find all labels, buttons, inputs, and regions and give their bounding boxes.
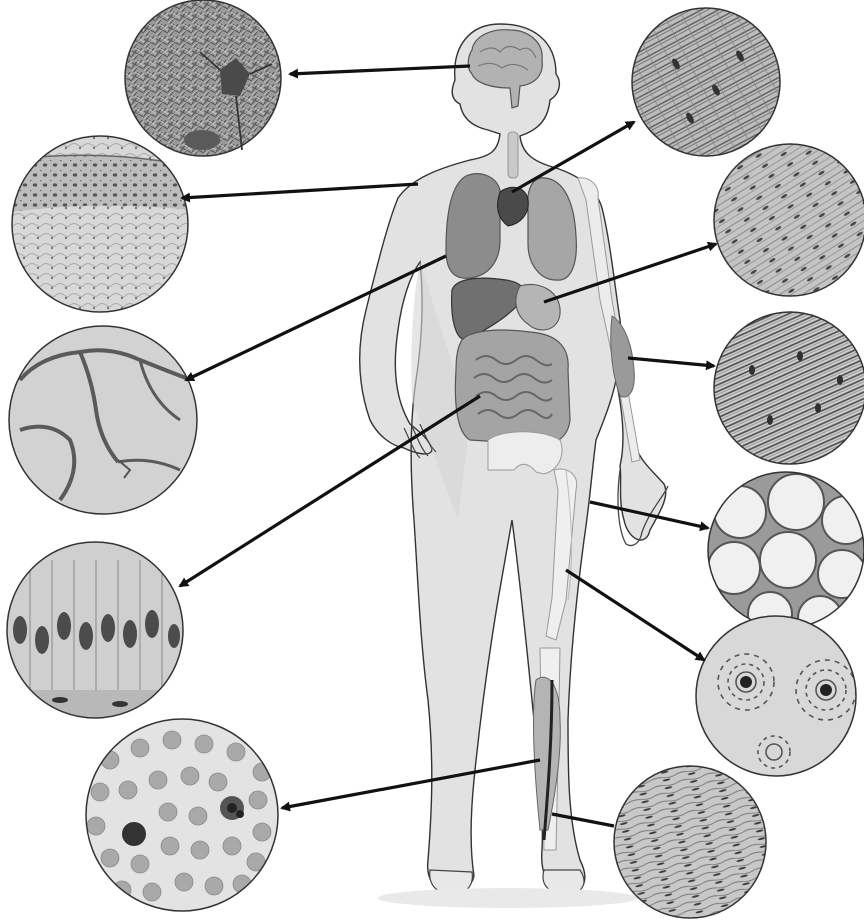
arrow-bone [566,570,704,660]
red-blood-cell [191,841,209,859]
skeletal-muscle-micrograph-icon [714,312,864,464]
red-blood-cell [249,791,267,809]
epithelium-micrograph-icon [10,130,190,320]
red-blood-cell [181,767,199,785]
neuron-micrograph-icon [125,0,281,156]
large-intestine [455,330,570,445]
red-blood-cell [131,739,149,757]
red-blood-cell [253,823,271,841]
columnar-cells-micrograph-icon [6,540,186,720]
smooth-muscle-micrograph-icon [714,144,864,296]
bone-micrograph-icon [696,616,856,776]
trachea [508,132,518,178]
red-blood-cell [161,837,179,855]
red-blood-cell [119,781,137,799]
red-blood-cell [163,731,181,749]
red-blood-cell [131,855,149,873]
arrow-lung [186,256,446,380]
red-blood-cell [159,803,177,821]
arrow-muscle [628,358,714,366]
adipose-micrograph-icon [708,472,864,640]
red-blood-cell [195,735,213,753]
blood-cells-micrograph-icon [86,719,278,911]
red-blood-cell [91,783,109,801]
red-blood-cell [87,817,105,835]
cardiac-muscle-micrograph-icon [632,8,780,156]
alveoli-micrograph-icon [8,326,198,516]
arrow-brain [290,66,470,74]
arrow-skin [182,184,418,198]
red-blood-cell [209,773,227,791]
red-blood-cell [143,883,161,901]
tendon-micrograph-icon [614,766,766,918]
red-blood-cell [149,771,167,789]
red-blood-cell [175,873,193,891]
ground-shadow [378,888,638,908]
arrow-blood [282,760,540,808]
red-blood-cell [227,743,245,761]
red-blood-cell [223,837,241,855]
human-body-figure [360,24,668,908]
red-blood-cell [189,807,207,825]
red-blood-cell [205,877,223,895]
red-blood-cell [101,849,119,867]
